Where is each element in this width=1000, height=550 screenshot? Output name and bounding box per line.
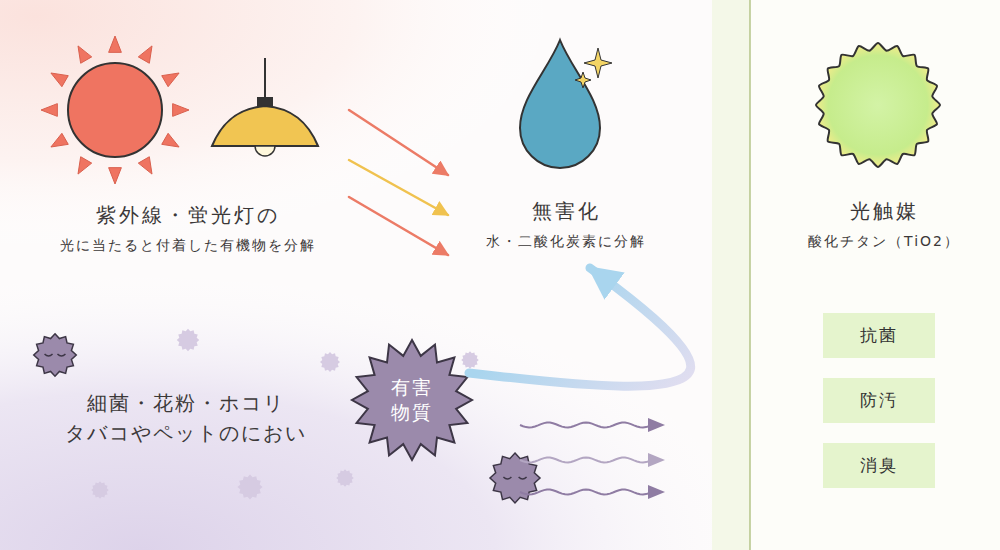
harmful-star xyxy=(352,340,472,460)
water-drop xyxy=(520,40,600,168)
photocatalyst-burst xyxy=(816,43,940,167)
germs xyxy=(34,329,540,503)
germ xyxy=(91,481,109,499)
germ-eye xyxy=(503,477,511,479)
germ-body xyxy=(34,334,77,377)
node-title: 無害化 xyxy=(450,198,682,224)
sun-ray xyxy=(109,168,122,184)
sun-ray xyxy=(51,133,68,147)
wave-line xyxy=(520,423,649,428)
germ xyxy=(238,475,263,500)
node-title: 消臭 xyxy=(860,454,898,477)
lamp-socket xyxy=(257,97,273,106)
sun-ray xyxy=(138,46,152,63)
effect-box: 防汚 xyxy=(823,378,935,423)
wavy-arrow xyxy=(520,485,665,499)
node-title: 紫外線・蛍光灯の xyxy=(28,202,347,228)
light-source: 紫外線・蛍光灯の光に当たると付着した有機物を分解 xyxy=(28,30,347,275)
node-text: 酸化チタン（TiO2） xyxy=(775,232,993,252)
germ-body xyxy=(177,329,200,352)
sparkle xyxy=(584,48,612,78)
germ-eye xyxy=(45,354,53,356)
node-text: 光に当たると付着した有機物を分解 xyxy=(28,236,347,256)
photocatalyst: 光触媒酸化チタン（TiO2） xyxy=(775,30,993,262)
germ-body xyxy=(238,475,263,500)
left-ground xyxy=(0,0,712,550)
effect-box: 抗菌 xyxy=(823,313,935,358)
harmful-substance: 有害物質 xyxy=(357,345,467,455)
sun-ray xyxy=(78,157,92,174)
effect-box: 消臭 xyxy=(823,443,935,488)
germ-eye xyxy=(57,354,65,356)
sun-ray xyxy=(109,36,122,52)
curved-arrow xyxy=(469,268,691,386)
divider-line xyxy=(749,0,751,550)
sun-ray xyxy=(162,73,179,87)
wave-line xyxy=(520,490,649,495)
sun-ray xyxy=(138,157,152,174)
wave-head xyxy=(648,485,665,499)
germ xyxy=(34,334,77,377)
node-text: 水・二酸化炭素に分解 xyxy=(450,232,682,252)
right-panel xyxy=(751,0,1000,550)
sun-ray xyxy=(41,104,57,117)
germ-eye xyxy=(519,477,527,479)
germ xyxy=(336,469,354,487)
sun-ray xyxy=(78,46,92,63)
germ xyxy=(177,329,200,352)
germ-body xyxy=(91,481,109,499)
wavy-arrow xyxy=(520,418,665,432)
sun-rays xyxy=(41,36,189,184)
lamp-cord xyxy=(264,58,266,98)
wavy-arrows xyxy=(520,418,665,499)
lavender-ground xyxy=(0,230,712,550)
divider-band xyxy=(712,0,750,550)
node-title: 抗菌 xyxy=(860,324,898,347)
sun xyxy=(68,63,162,157)
wave-head xyxy=(648,453,665,467)
light-arrow xyxy=(349,197,448,255)
note-label: 細菌・花粉・ホコリ タバコやペットのにおい xyxy=(40,388,332,448)
germ xyxy=(461,351,479,369)
wave-line xyxy=(520,458,649,463)
wave-head xyxy=(648,418,665,432)
sun-ray xyxy=(173,104,189,117)
harmless-result: 無害化水・二酸化炭素に分解 xyxy=(450,30,682,262)
germ-body xyxy=(461,351,479,369)
light-arrow xyxy=(349,110,448,175)
light-arrow xyxy=(349,160,448,215)
node-title: 光触媒 xyxy=(775,198,993,224)
sparkle xyxy=(575,72,591,88)
germ-body xyxy=(320,352,340,372)
lamp-shade xyxy=(212,106,318,146)
germ xyxy=(490,453,540,503)
germ-body xyxy=(490,453,540,503)
germ-body xyxy=(336,469,354,487)
wavy-arrow xyxy=(520,453,665,467)
lamp-bulb xyxy=(255,146,275,156)
node-title: 有害物質 xyxy=(390,375,434,424)
node-title: 防汚 xyxy=(860,389,898,412)
sun-ray xyxy=(162,133,179,147)
germ xyxy=(320,352,340,372)
sun-ray xyxy=(51,73,68,87)
